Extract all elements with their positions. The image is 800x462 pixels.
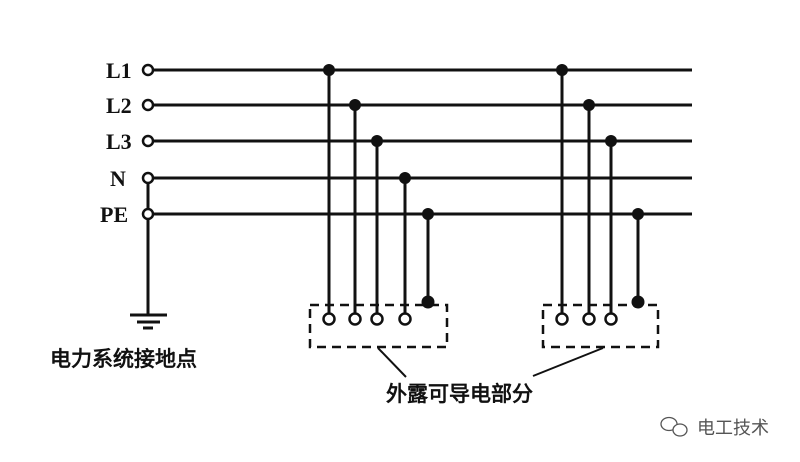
equipment-terminal	[604, 312, 618, 326]
junction-dot	[556, 64, 568, 76]
junction-dot	[371, 135, 383, 147]
junction-dot	[583, 99, 595, 111]
conductor-label: N	[110, 166, 126, 191]
terminal-l1	[141, 63, 155, 77]
junction-dot	[399, 172, 411, 184]
conductor-label: PE	[100, 202, 128, 227]
wechat-icon	[672, 423, 688, 437]
terminal-l3	[141, 134, 155, 148]
pe-connection-dot	[421, 295, 435, 309]
junction-dot	[422, 208, 434, 220]
terminal-l2	[141, 98, 155, 112]
equipment-terminal	[398, 312, 412, 326]
conductor-label: L1	[106, 58, 132, 83]
pe-connection-dot	[631, 295, 645, 309]
leader-line	[377, 347, 407, 378]
equipment-terminal	[555, 312, 569, 326]
junction-dot	[605, 135, 617, 147]
equipment-terminal	[582, 312, 596, 326]
watermark-text: 电工技术	[697, 418, 769, 439]
equipment-terminal	[370, 312, 384, 326]
ground-point-caption: 电力系统接地点	[50, 347, 197, 371]
leader-line	[532, 347, 604, 377]
equipment-terminal	[322, 312, 336, 326]
terminal-n	[141, 171, 155, 185]
junction-dot	[632, 208, 644, 220]
junction-dot	[349, 99, 361, 111]
junction-dot	[323, 64, 335, 76]
exposed-conductive-part-box	[541, 303, 660, 349]
equipment-terminal	[348, 312, 362, 326]
conductor-label: L3	[106, 129, 132, 154]
exposed-parts-caption: 外露可导电部分	[386, 382, 533, 406]
conductor-label: L2	[106, 93, 132, 118]
terminal-pe	[141, 207, 155, 221]
